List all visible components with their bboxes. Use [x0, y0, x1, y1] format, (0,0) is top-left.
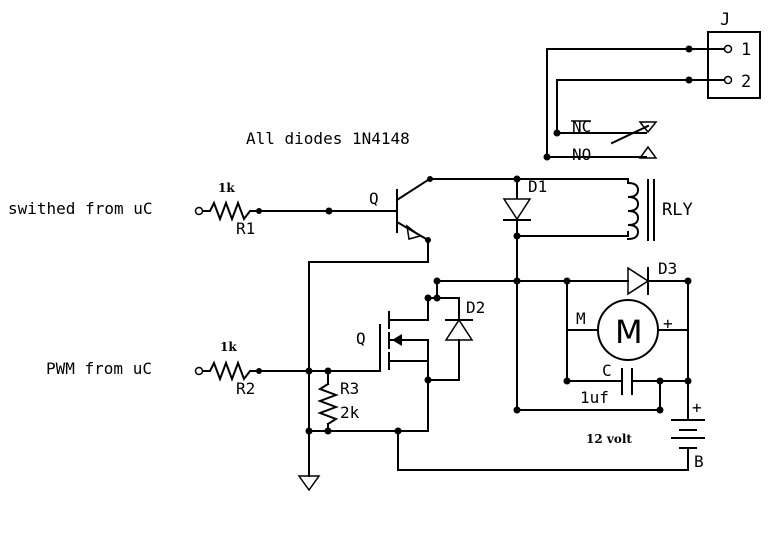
- pwm-input: PWM from uC 1k R2: [46, 340, 381, 398]
- relay-contacts: NC NO: [546, 117, 658, 164]
- battery-label: B: [694, 452, 704, 471]
- d3-label: D3: [658, 259, 677, 278]
- motor-symbol: M: [615, 313, 643, 351]
- return-wire: [397, 430, 689, 471]
- r3-label: R3: [340, 379, 359, 398]
- d2-label: D2: [466, 298, 485, 317]
- capacitor-c: C 1uf: [563, 361, 692, 411]
- relay-label: RLY: [662, 200, 693, 220]
- capacitor-value: 1uf: [580, 388, 609, 407]
- motor-label: M: [576, 309, 586, 328]
- r3-value: 2k: [340, 403, 360, 422]
- diode-d1: D1: [502, 177, 629, 411]
- connector-pin1-label: 1: [741, 40, 751, 60]
- switched-input-label: swithed from uC: [8, 199, 153, 218]
- battery-plus-label: +: [692, 398, 702, 417]
- motor-plus-label: +: [663, 314, 673, 333]
- d1-label: D1: [528, 177, 547, 196]
- connector-label: J: [720, 10, 730, 30]
- battery-b: + 12 volt B: [586, 398, 705, 471]
- motor: M M +: [563, 277, 689, 416]
- switched-input: swithed from uC 1k R1: [8, 181, 396, 238]
- diodes-note: All diodes 1N4148: [246, 129, 410, 148]
- ground-icon: [297, 475, 321, 492]
- r2-label: R2: [236, 379, 255, 398]
- resistor-r1: [202, 200, 257, 222]
- emitter-wire: [308, 239, 429, 477]
- r1-value: 1k: [218, 181, 235, 195]
- capacitor-label: C: [602, 361, 612, 380]
- emitter-arrow-icon: [405, 224, 422, 240]
- q2-label: Q: [356, 329, 366, 348]
- drain-wires: [427, 277, 518, 302]
- resistor-r3: R3 2k: [305, 370, 429, 435]
- connector-pin2-label: 2: [741, 72, 751, 92]
- pwm-input-label: PWM from uC: [46, 359, 152, 378]
- relay-coil: RLY: [626, 178, 693, 241]
- supply-bus: [513, 406, 664, 414]
- resistor-r2: [202, 360, 257, 382]
- relay-nc-label: NC: [572, 117, 591, 136]
- r2-value: 1k: [220, 340, 237, 354]
- relay-contact-wires: [543, 45, 725, 161]
- diode-d2: D2: [427, 297, 485, 381]
- r1-label: R1: [236, 219, 255, 238]
- connector-j: J 1 2: [707, 10, 761, 99]
- battery-voltage: 12 volt: [586, 432, 632, 446]
- diode-d3: D3: [513, 259, 692, 296]
- q1-label: Q: [369, 189, 379, 208]
- relay-no-label: NO: [572, 145, 591, 164]
- transistor-q2: Q: [356, 294, 432, 432]
- transistor-q1: Q: [369, 176, 433, 243]
- mosfet-arrow-icon: [392, 334, 402, 346]
